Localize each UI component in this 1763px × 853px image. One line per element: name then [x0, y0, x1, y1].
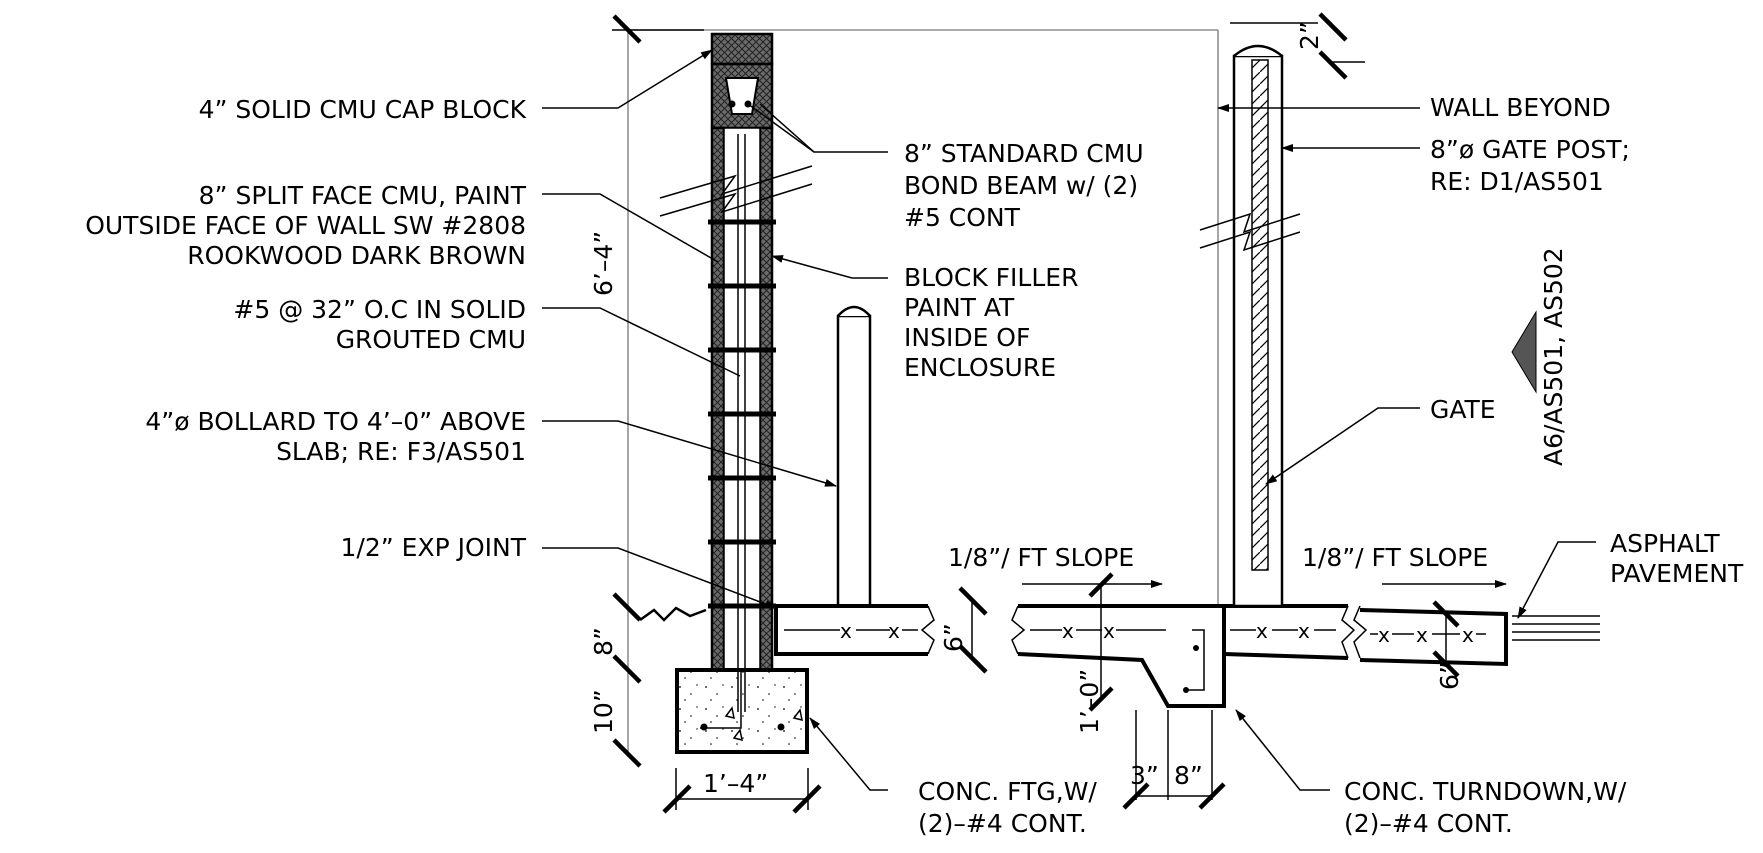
turndown-slab: x x	[1011, 604, 1226, 708]
svg-text:x: x	[1103, 619, 1115, 643]
dim-turndown-depth: 1’–0”	[1075, 669, 1104, 734]
label-bond-beam-2: BOND BEAM w/ (2)	[904, 171, 1138, 200]
wall-break-line	[659, 165, 813, 217]
label-section-ref: A6/AS501, AS502	[1539, 247, 1568, 466]
label-split-face-2: OUTSIDE FACE OF WALL SW #2808	[85, 211, 526, 240]
svg-text:x: x	[1256, 619, 1268, 643]
label-gate-post-1: 8”ø GATE POST;	[1430, 135, 1630, 164]
concrete-footing	[675, 668, 809, 754]
label-bond-beam-1: 8” STANDARD CMU	[904, 139, 1144, 168]
svg-text:x: x	[1062, 619, 1074, 643]
label-filler-4: ENCLOSURE	[904, 353, 1056, 382]
dim-pavement-6: 6”	[1435, 661, 1464, 690]
dim-wall-height: 6’–4”	[589, 231, 618, 296]
label-rebar-1: #5 @ 32” O.C IN SOLID	[233, 295, 526, 324]
bollard	[836, 305, 872, 608]
section-arrow-icon	[1511, 310, 1537, 394]
exterior-slab: x x	[1223, 604, 1368, 660]
label-turndown-2: (2)–#4 CONT.	[1344, 809, 1513, 838]
label-bond-beam-3: #5 CONT	[904, 203, 1021, 232]
label-split-face-1: 8” SPLIT FACE CMU, PAINT	[199, 181, 527, 210]
svg-text:x: x	[1378, 623, 1390, 647]
dimension-ticks	[612, 12, 1460, 814]
svg-text:x: x	[1416, 623, 1428, 647]
right-callouts: WALL BEYOND 8”ø GATE POST; RE: D1/AS501 …	[1302, 93, 1744, 838]
section-reference: A6/AS501, AS502	[1511, 247, 1568, 466]
label-slope-right: 1/8”/ FT SLOPE	[1302, 543, 1488, 572]
left-callouts: 4” SOLID CMU CAP BLOCK 8” SPLIT FACE CMU…	[85, 95, 527, 562]
svg-text:x: x	[1298, 619, 1310, 643]
label-exp-joint: 1/2” EXP JOINT	[341, 533, 527, 562]
dim-slab-8: 8”	[589, 627, 618, 656]
dimension-lines	[675, 586, 1447, 810]
dim-post-top: 2”	[1295, 21, 1324, 50]
label-filler-2: PAINT AT	[904, 293, 1015, 322]
label-filler-1: BLOCK FILLER	[904, 263, 1078, 292]
center-callouts: 8” STANDARD CMU BOND BEAM w/ (2) #5 CONT…	[904, 139, 1144, 838]
dim-footing-width: 1’–4”	[703, 769, 768, 798]
svg-text:x: x	[840, 619, 852, 643]
mortar-joints	[708, 219, 776, 609]
label-turndown-1: CONC. TURNDOWN,W/	[1344, 777, 1627, 806]
leader-lines	[542, 49, 1596, 791]
label-split-face-3: ROOKWOOD DARK BROWN	[187, 241, 526, 270]
svg-text:x: x	[1462, 623, 1474, 647]
dim-slab-6: 6”	[939, 623, 968, 652]
dimension-text: 6’–4” 8” 10” 1’–4” 6” 1’–0” 3” 8” 6” 2”	[589, 21, 1464, 798]
label-ftg-2: (2)–#4 CONT.	[918, 809, 1087, 838]
cmu-wall	[659, 32, 813, 712]
reference-lines	[612, 22, 1365, 752]
label-asphalt-2: PAVEMENT	[1610, 559, 1744, 588]
label-rebar-2: GROUTED CMU	[336, 325, 526, 354]
label-gate: GATE	[1430, 395, 1496, 424]
label-ftg-1: CONC. FTG,W/	[918, 777, 1097, 806]
label-cap-block: 4” SOLID CMU CAP BLOCK	[199, 95, 527, 124]
interior-slab: x x	[774, 604, 935, 656]
dim-3: 3”	[1130, 761, 1159, 790]
dim-footing-10: 10”	[589, 689, 618, 734]
gate-post	[1199, 44, 1301, 608]
dim-8: 8”	[1174, 761, 1203, 790]
label-filler-3: INSIDE OF	[904, 323, 1030, 352]
label-asphalt-1: ASPHALT	[1610, 529, 1720, 558]
label-bollard-1: 4”ø BOLLARD TO 4’–0” ABOVE	[145, 407, 526, 436]
label-wall-beyond: WALL BEYOND	[1430, 93, 1611, 122]
label-bollard-2: SLAB; RE: F3/AS501	[276, 437, 526, 466]
cmu-cap-block	[710, 32, 774, 66]
asphalt-pavement: x x x	[1359, 608, 1600, 667]
exp-joint-symbol	[639, 606, 707, 622]
label-slope-left: 1/8”/ FT SLOPE	[948, 543, 1134, 572]
svg-text:x: x	[888, 619, 900, 643]
label-gate-post-2: RE: D1/AS501	[1430, 167, 1604, 196]
gate	[1251, 59, 1269, 571]
